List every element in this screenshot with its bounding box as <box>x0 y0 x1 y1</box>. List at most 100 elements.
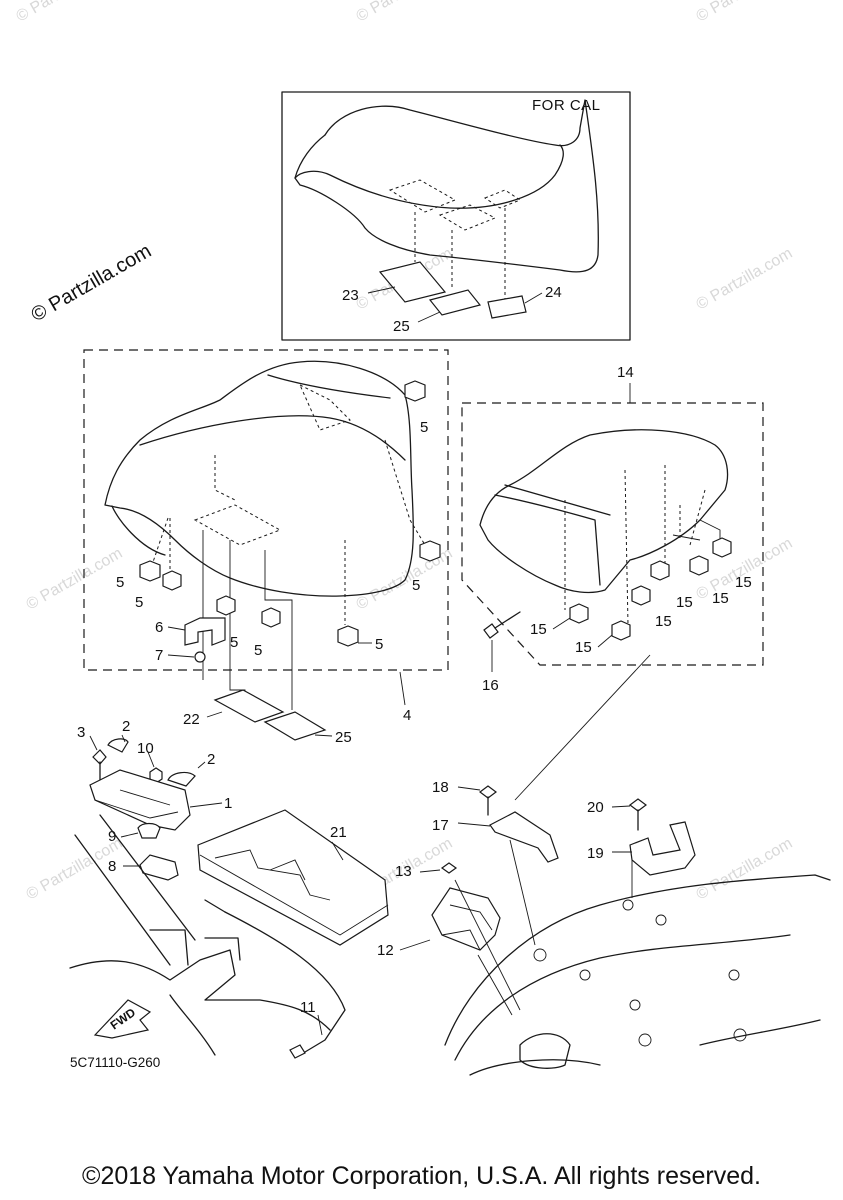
lock-8 <box>139 854 179 881</box>
callout-15: 15 <box>676 594 693 611</box>
tool-kit-detail <box>199 849 389 936</box>
leader <box>89 735 98 751</box>
leader-to-fender <box>509 839 536 946</box>
nut-icon <box>569 603 589 624</box>
cable-11 <box>224 911 346 1056</box>
hook-17 <box>489 811 559 863</box>
inset-seat <box>294 99 599 273</box>
leader <box>524 292 543 304</box>
label-25 <box>263 711 327 741</box>
leader <box>197 761 206 769</box>
callout-15: 15 <box>575 639 592 656</box>
fender-hole <box>629 999 641 1011</box>
leader <box>457 786 481 791</box>
watermark: © Partzilla.com <box>694 835 796 904</box>
callout-23: 23 <box>342 287 359 304</box>
callout-15: 15 <box>655 613 672 630</box>
callout-15: 15 <box>530 621 547 638</box>
frame-lines <box>69 929 331 1056</box>
leader <box>331 841 344 861</box>
nut-icon <box>261 607 281 628</box>
fender-outline <box>444 874 831 1061</box>
leader <box>399 671 406 706</box>
seat-contour-top <box>267 374 391 399</box>
seat-lock-12 <box>431 887 501 951</box>
seat-hook-assembly: 18 17 13 12 20 19 <box>377 654 696 1016</box>
fender-cutout <box>519 1033 571 1069</box>
leader <box>120 832 139 838</box>
label-24 <box>487 295 527 319</box>
fender-contour <box>469 1019 821 1076</box>
nut-icon <box>337 625 359 647</box>
callout-16: 16 <box>482 677 499 694</box>
cable-end-fitting <box>289 1044 306 1059</box>
main-seat <box>104 360 414 597</box>
bolt-20 <box>629 798 647 812</box>
nut-15-group <box>569 537 732 641</box>
faint-watermarks: © Partzilla.com © Partzilla.com © Partzi… <box>14 0 796 903</box>
callout-17: 17 <box>432 817 449 834</box>
callout-22: 22 <box>183 711 200 728</box>
callout-13: 13 <box>395 863 412 880</box>
pad-2 <box>167 771 196 787</box>
leader <box>314 734 333 737</box>
callout-5: 5 <box>375 636 383 653</box>
screw-shaft <box>494 611 521 629</box>
passenger-hidden-bolts <box>564 465 706 626</box>
bolt-7 <box>194 651 206 663</box>
callout-6: 6 <box>155 619 163 636</box>
callout-2: 2 <box>122 718 130 735</box>
nut-icon <box>631 585 651 606</box>
inset-frame <box>281 91 631 341</box>
leader <box>167 654 195 658</box>
seat-lock-assembly: 2 2 3 10 1 9 8 11 <box>74 718 346 1059</box>
part-9 <box>137 822 161 839</box>
leader <box>147 751 155 768</box>
leader <box>552 617 571 630</box>
inset-hidden-pads <box>388 179 522 231</box>
copyright-footer: ©2018 Yamaha Motor Corporation, U.S.A. A… <box>82 1162 761 1190</box>
nut-icon <box>404 380 426 402</box>
nut-icon <box>712 537 732 558</box>
fender-hole <box>622 899 634 911</box>
leader <box>597 634 613 648</box>
fender-hole <box>728 969 740 981</box>
callout-25: 25 <box>335 729 352 746</box>
partzilla-watermark: © Partzilla.com <box>28 240 156 326</box>
pad-2 <box>107 738 129 753</box>
fwd-arrow <box>93 999 152 1039</box>
label-23 <box>378 261 447 303</box>
leader <box>419 869 441 873</box>
callout-15: 15 <box>735 574 752 591</box>
bolt-13 <box>440 862 458 874</box>
leader <box>367 286 396 294</box>
tool-kit-case <box>197 809 389 946</box>
inset-seat-edge <box>294 134 326 179</box>
inset-leader-lines <box>414 208 506 300</box>
bolt-3 <box>92 749 107 765</box>
leader <box>189 802 223 808</box>
seat-group-frame <box>83 349 449 671</box>
callout-18: 18 <box>432 779 449 796</box>
bolt-18 <box>479 785 497 799</box>
watermark: © Partzilla.com <box>694 535 796 604</box>
passenger-seat-14: 14 15 15 15 15 15 15 16 <box>461 364 764 694</box>
fender-hole <box>638 1033 652 1047</box>
leader <box>417 311 441 323</box>
passenger-group-frame <box>461 402 764 666</box>
diagram-code: 5C71110-G260 <box>70 1055 160 1070</box>
leader <box>167 626 186 631</box>
callout-3: 3 <box>77 724 85 741</box>
nut-5-group <box>139 380 441 647</box>
callout-1: 1 <box>224 795 232 812</box>
leader <box>206 711 223 718</box>
seat-assembly-4: 5 5 5 5 5 5 5 6 7 4 <box>83 349 449 724</box>
callout-20: 20 <box>587 799 604 816</box>
callout-25: 25 <box>393 318 410 335</box>
inset-label: FOR CAL <box>532 97 601 114</box>
nut-icon <box>162 570 182 591</box>
watermark: © Partzilla.com <box>14 0 116 25</box>
callout-5: 5 <box>116 574 124 591</box>
watermark: © Partzilla.com <box>694 245 796 314</box>
nut-icon <box>689 555 709 576</box>
